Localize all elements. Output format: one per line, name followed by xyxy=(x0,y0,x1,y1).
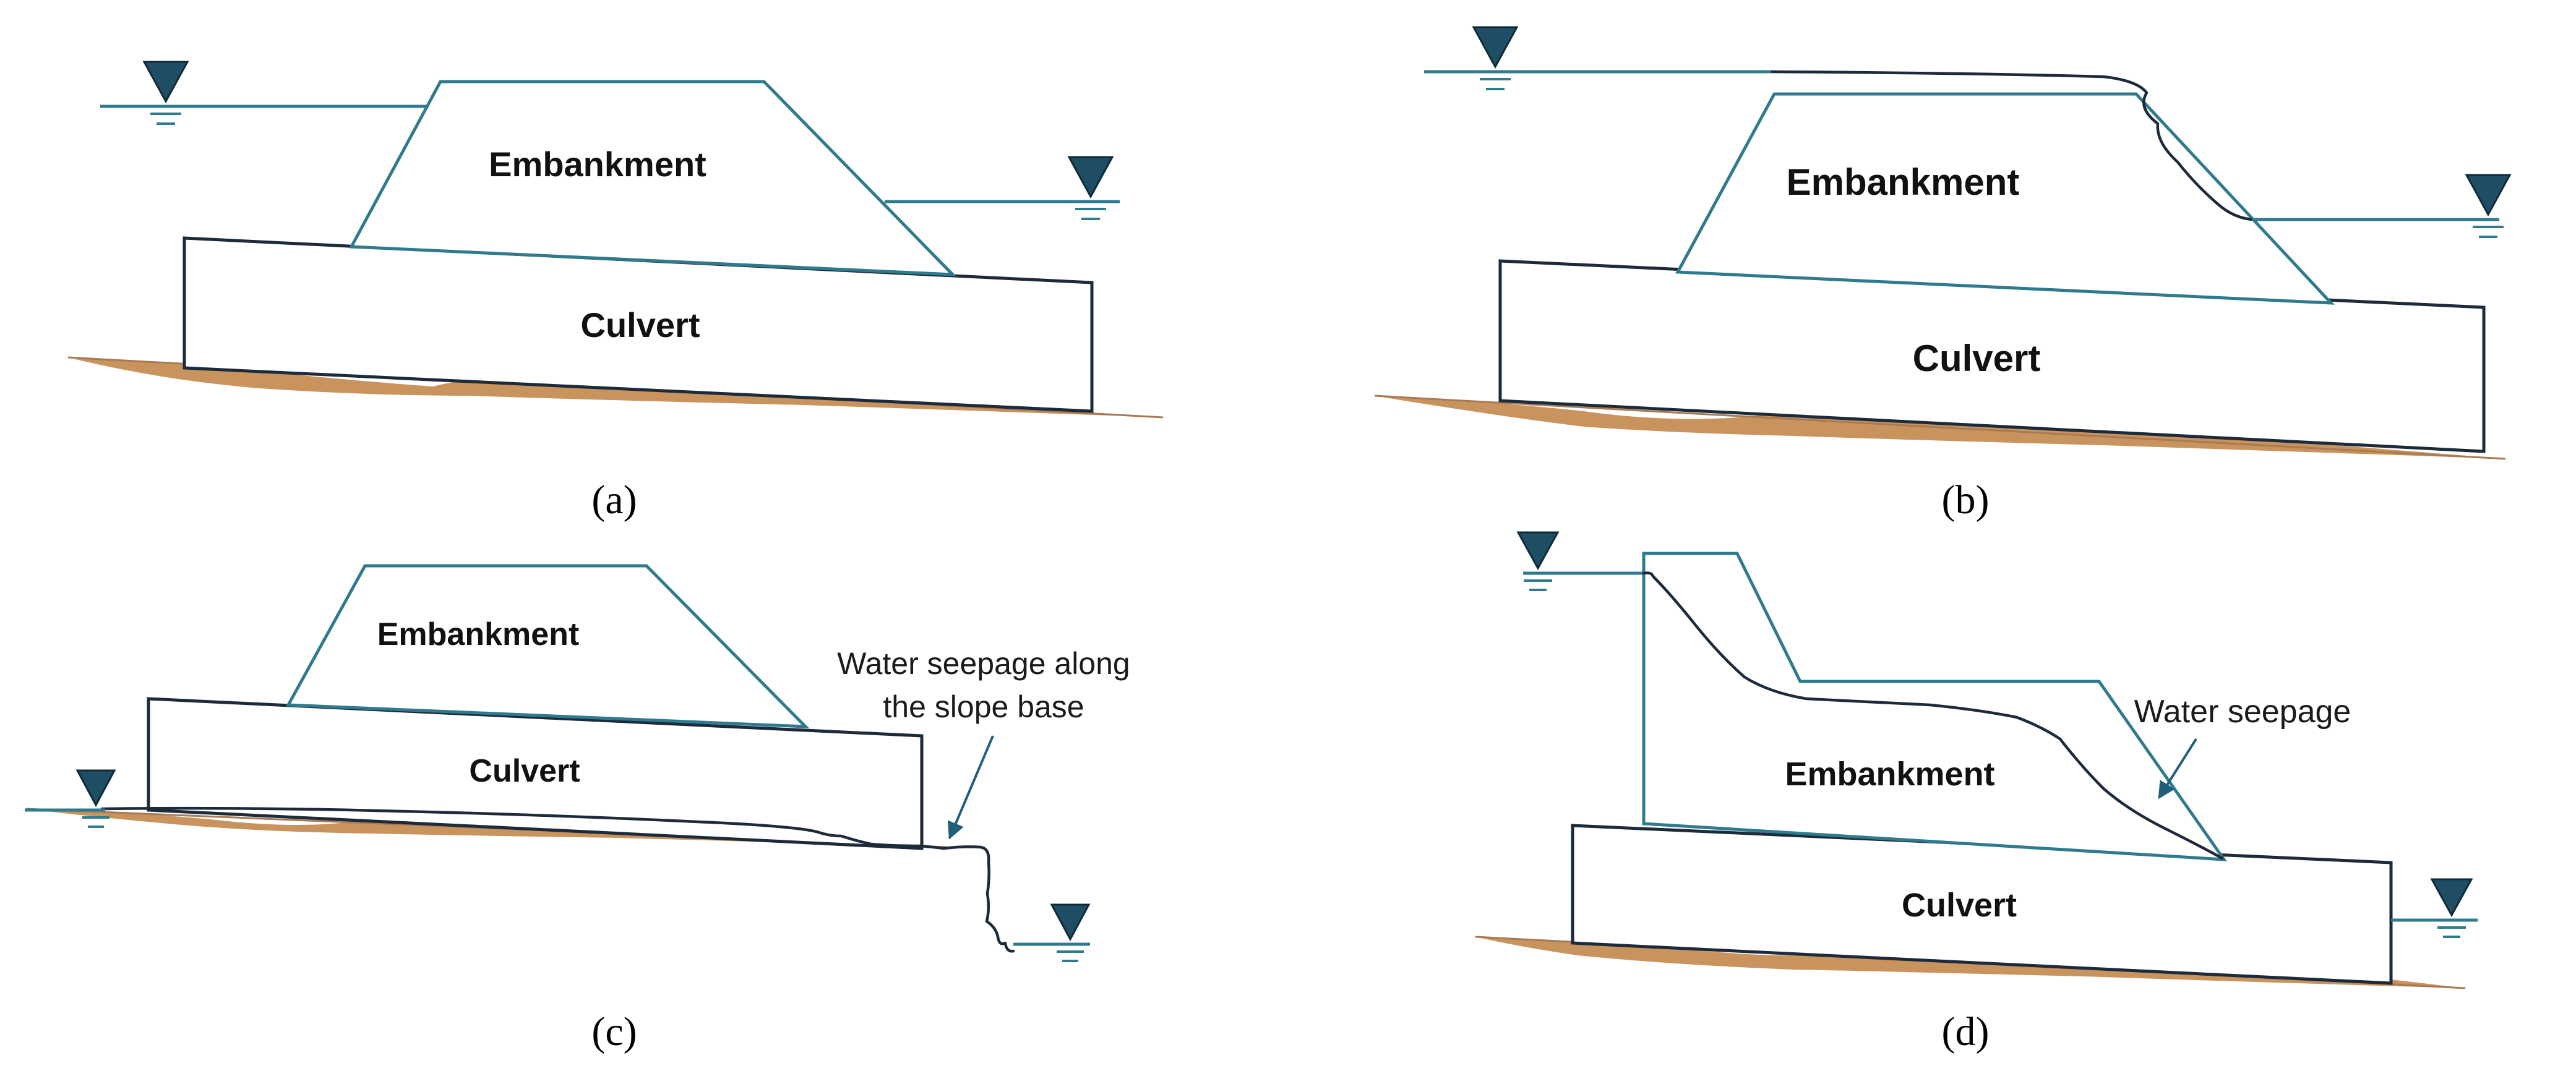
water-level-symbol-icon xyxy=(2430,878,2473,938)
ground-line-b xyxy=(1374,395,2506,460)
water-level-symbol-icon xyxy=(142,61,189,125)
embankment-label: Embankment xyxy=(1787,161,2020,203)
seepage-path-line xyxy=(100,806,1015,953)
embankment-a xyxy=(348,80,957,276)
overtopping-flow-line xyxy=(1771,70,2254,221)
annotation-arrow-icon xyxy=(947,735,994,840)
culvert-label: Culvert xyxy=(1902,887,2017,924)
culvert-label: Culvert xyxy=(469,753,580,789)
culvert-label: Culvert xyxy=(581,305,700,344)
seepage-path-line xyxy=(1642,571,2224,860)
seepage-annotation-line1: Water seepage along xyxy=(837,646,1130,681)
panel-caption: (d) xyxy=(1942,1009,1990,1054)
culvert-label: Culvert xyxy=(1913,338,2041,379)
water-level-symbol-icon xyxy=(1067,156,1114,220)
panel-a: Embankment Culvert (a) xyxy=(67,61,1164,523)
embankment-label: Embankment xyxy=(377,617,580,652)
water-level-symbol-icon xyxy=(2465,174,2512,238)
panel-caption: (c) xyxy=(591,1009,637,1054)
water-level-symbol-icon xyxy=(1472,26,1519,90)
annotation-arrow-icon xyxy=(2158,738,2197,800)
seepage-annotation-line2: the slope base xyxy=(883,689,1084,724)
embankment-b xyxy=(1675,92,2335,305)
panel-caption: (b) xyxy=(1942,477,1990,523)
panel-b: Embankment Culvert (b) xyxy=(1374,26,2512,523)
embankment-label: Embankment xyxy=(1785,756,1994,793)
embankment-label: Embankment xyxy=(489,145,706,184)
embankment-c xyxy=(285,564,810,728)
seepage-annotation: Water seepage xyxy=(2134,694,2351,730)
water-level-symbol-icon xyxy=(1050,903,1091,962)
panel-caption: (a) xyxy=(591,477,637,523)
panel-c: Embankment Culvert Water seepage along t… xyxy=(25,564,1130,1054)
water-level-symbol-icon xyxy=(75,769,116,828)
water-level-symbol-icon xyxy=(1516,531,1560,591)
panel-d: Embankment Culvert Water seepage (d) xyxy=(1475,531,2478,1054)
